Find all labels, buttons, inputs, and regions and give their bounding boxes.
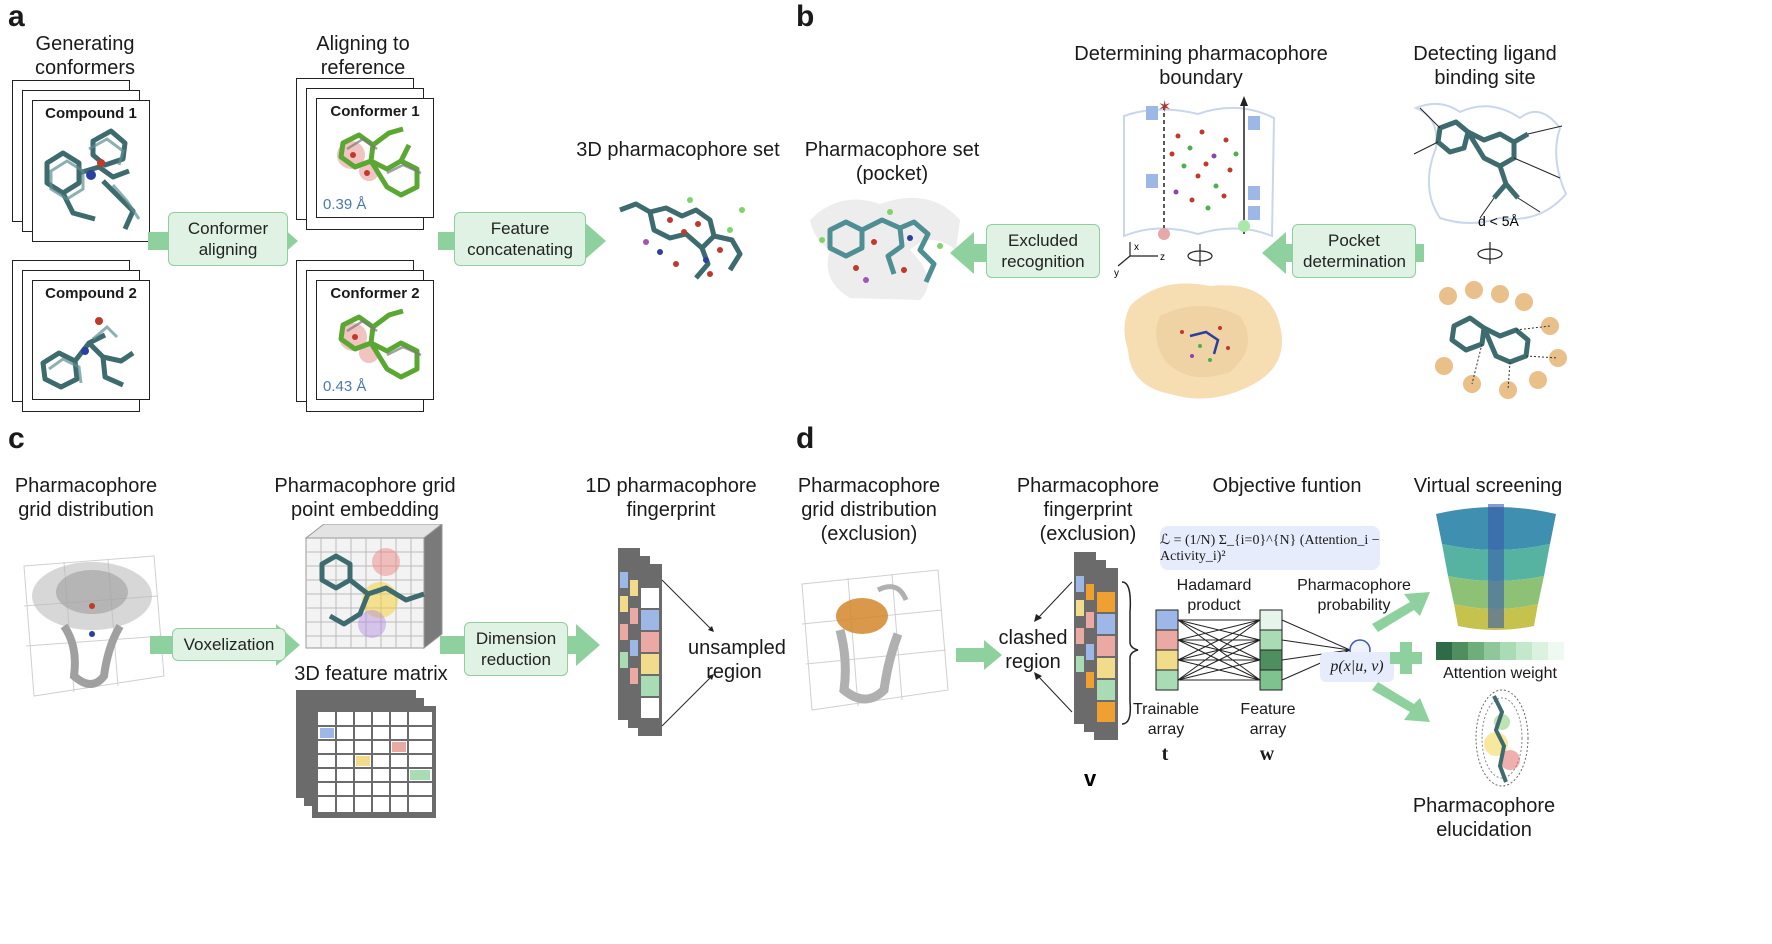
pharmacophore-boundary: ✶ bbox=[1123, 96, 1276, 240]
feature-concat-label: Feature concatenating bbox=[454, 212, 586, 266]
conformer-aligning-label: Conformer aligning bbox=[168, 212, 288, 266]
output-arrows bbox=[1372, 592, 1430, 722]
dimension-reduction-box: Dimension reduction bbox=[464, 622, 568, 676]
rotate-icon bbox=[1477, 242, 1503, 264]
compound1-card: Compound 1 bbox=[32, 100, 150, 242]
exclusion-arrow bbox=[956, 640, 1002, 670]
embedding-title: Pharmacophore grid point embedding bbox=[274, 475, 456, 521]
panel-letter-d: d bbox=[796, 422, 815, 455]
binding-spheres bbox=[1435, 281, 1567, 399]
compound2-structure bbox=[40, 317, 135, 390]
t-symbol: t bbox=[1161, 743, 1169, 765]
pharmacophore-set-3d bbox=[619, 197, 745, 280]
binding-site-title: Detecting ligand binding site bbox=[1413, 43, 1557, 89]
feature-matrix bbox=[296, 690, 436, 818]
pocket-determination-box: Pocket determination bbox=[1292, 224, 1416, 278]
hadamard-label: Hadamard product bbox=[1176, 577, 1252, 614]
compound1-structure bbox=[44, 128, 141, 231]
rmsd-2: 0.43 Å bbox=[323, 378, 367, 395]
conformer1-structure bbox=[337, 126, 422, 198]
feature-concat-box: Feature concatenating bbox=[454, 212, 586, 266]
elucidation-title: Pharmacophore elucidation bbox=[1412, 795, 1556, 841]
grid-dist-title: Pharmacophore grid distribution bbox=[14, 475, 158, 521]
conformer2-card: Conformer 2 0.43 Å bbox=[316, 280, 434, 400]
prob-formula: p(x|u, v) bbox=[1330, 658, 1384, 675]
v-symbol: v bbox=[1084, 766, 1097, 791]
pharmacophore-set-pocket bbox=[810, 197, 960, 300]
axis-y: y bbox=[1114, 268, 1119, 279]
elucidation-molecule bbox=[1475, 689, 1529, 787]
compound2-label: Compound 2 bbox=[45, 285, 137, 302]
conformer-aligning-box: Conformer aligning bbox=[168, 212, 288, 266]
fp-excl-title: Pharmacophore fingerprint (exclusion) bbox=[1016, 475, 1160, 545]
excluded-recognition-label: Excluded recognition bbox=[986, 224, 1100, 278]
set3d-title: 3D pharmacophore set bbox=[576, 139, 780, 161]
trainable-label: Trainable array bbox=[1132, 701, 1200, 738]
prob-formula-box: p(x|u, v) bbox=[1320, 652, 1394, 682]
voxelization-box: Voxelization bbox=[172, 628, 286, 661]
fingerprint-1d: u bbox=[618, 548, 714, 736]
conformer1-label: Conformer 1 bbox=[330, 103, 420, 120]
feature-array-label: Feature array bbox=[1240, 701, 1296, 738]
pocket-determination-label: Pocket determination bbox=[1292, 224, 1416, 278]
conformer2-structure bbox=[338, 308, 422, 380]
rmsd-1: 0.39 Å bbox=[323, 196, 367, 213]
panel-letter-b: b bbox=[796, 0, 815, 33]
probability-label: Pharmacophore probability bbox=[1297, 577, 1411, 614]
panel-letter-c: c bbox=[8, 422, 25, 455]
voxelization-label: Voxelization bbox=[172, 628, 286, 661]
axis-x: x bbox=[1134, 242, 1139, 253]
rotate-icon bbox=[1187, 244, 1213, 266]
pocket-set-title: Pharmacophore set (pocket) bbox=[804, 139, 980, 185]
w-symbol: w bbox=[1259, 743, 1275, 765]
loss-formula-box: ℒ = (1/N) Σ_{i=0}^{N} (Attention_i − Act… bbox=[1160, 526, 1380, 570]
distance-label: d < 5Å bbox=[1478, 213, 1520, 229]
axis-z: z bbox=[1160, 252, 1165, 263]
virtual-screening-title: Virtual screening bbox=[1413, 475, 1563, 497]
clashed-label: clashed region bbox=[998, 627, 1068, 673]
network-diagram bbox=[1155, 609, 1371, 691]
svg-text:✶: ✶ bbox=[1158, 99, 1171, 116]
panel-letter-a: a bbox=[8, 0, 25, 33]
pocket-surface bbox=[1124, 283, 1282, 399]
voxel-cube bbox=[304, 524, 443, 650]
grid-exclusion-plot bbox=[801, 569, 949, 711]
boundary-title: Determining pharmacophore boundary bbox=[1074, 43, 1328, 89]
fingerprint-exclusion: v bbox=[1034, 552, 1139, 791]
objective-title: Objective funtion bbox=[1212, 475, 1362, 497]
screening-funnel bbox=[1436, 504, 1556, 630]
fp1d-title: 1D pharmacophore fingerprint bbox=[585, 475, 757, 521]
attention-colorbar bbox=[1436, 642, 1564, 660]
matrix-title: 3D feature matrix bbox=[294, 663, 448, 685]
conformer2-label: Conformer 2 bbox=[330, 285, 420, 302]
unsampled-label: unsampled region bbox=[688, 637, 786, 683]
binding-site-structure: d < 5Å bbox=[1413, 102, 1568, 229]
aligning-title: Aligning to reference bbox=[316, 33, 410, 79]
conformer1-card: Conformer 1 0.39 Å bbox=[316, 98, 434, 218]
grid-distribution-plot bbox=[23, 555, 165, 697]
xyz-axes: x z y bbox=[1114, 242, 1165, 279]
grid-excl-title: Pharmacophore grid distribution (exclusi… bbox=[797, 475, 941, 545]
compound1-label: Compound 1 bbox=[45, 105, 137, 122]
dimension-reduction-label: Dimension reduction bbox=[464, 622, 568, 676]
loss-formula: ℒ = (1/N) Σ_{i=0}^{N} (Attention_i − Act… bbox=[1160, 532, 1380, 564]
compound2-card: Compound 2 bbox=[32, 280, 150, 400]
generating-conformers-title: Generating conformers bbox=[34, 33, 136, 79]
attention-weight-label: Attention weight bbox=[1443, 665, 1557, 682]
excluded-recognition-box: Excluded recognition bbox=[986, 224, 1100, 278]
